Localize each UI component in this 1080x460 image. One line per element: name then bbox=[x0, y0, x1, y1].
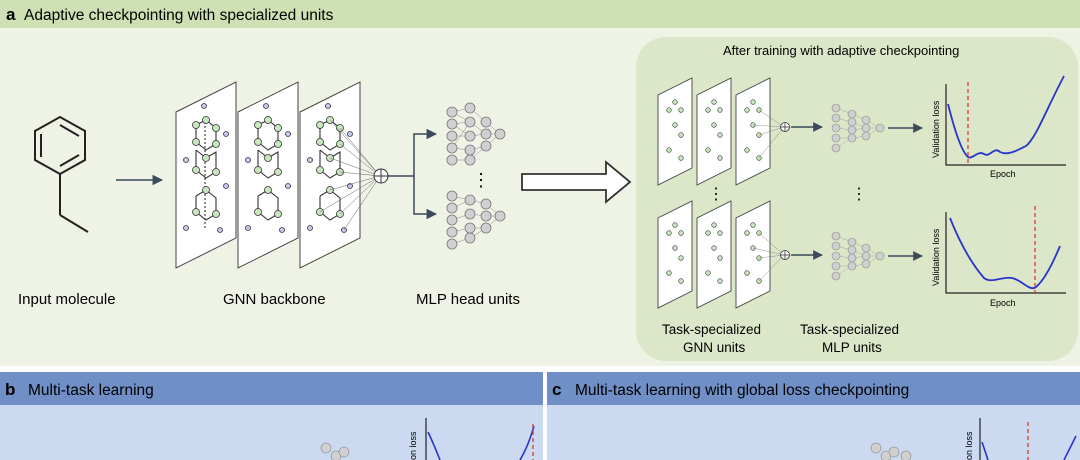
task-mlp-label-1: Task-specialized bbox=[800, 322, 899, 337]
plot-top-xlabel: Epoch bbox=[990, 169, 1016, 179]
plot-top-ylabel: Validation loss bbox=[931, 100, 941, 158]
panel-b-header bbox=[0, 372, 543, 405]
panel-c-title: Multi-task learning with global loss che… bbox=[575, 382, 909, 399]
panel-b-letter: b bbox=[5, 380, 15, 399]
gnn-plane-3 bbox=[299, 81, 381, 269]
panel-c-ylabel-partial: on loss bbox=[964, 431, 974, 460]
panel-c-mlp-partial bbox=[870, 442, 912, 460]
panel-b-ylabel-partial: on loss bbox=[408, 431, 418, 460]
panel-c-body bbox=[547, 405, 1080, 460]
gnn-plane-2 bbox=[237, 81, 299, 269]
panel-a-letter: a bbox=[6, 5, 16, 24]
pooling-sum-node bbox=[373, 168, 389, 184]
panel-b-body bbox=[0, 405, 543, 460]
task-gnn-label-2: GNN units bbox=[683, 340, 746, 355]
gnn-plane-1 bbox=[175, 81, 237, 269]
validation-curve-bottom bbox=[949, 217, 1061, 290]
task-gnn-units-bottom bbox=[657, 200, 790, 309]
task-mlp-unit-top bbox=[831, 103, 885, 153]
mlp-head-bottom bbox=[446, 190, 506, 250]
after-training-title: After training with adaptive checkpointi… bbox=[723, 43, 959, 58]
validation-plot-top: Epoch Validation loss bbox=[931, 75, 1066, 179]
panel-b-curve bbox=[427, 425, 535, 460]
plot-bottom-xlabel: Epoch bbox=[990, 298, 1016, 308]
gnn-backbone bbox=[175, 81, 381, 269]
plot-bottom-ylabel: Validation loss bbox=[931, 228, 941, 286]
task-mlp-ellipsis: ⋮ bbox=[851, 186, 867, 203]
task-mlp-label-2: MLP units bbox=[822, 340, 882, 355]
panel-c-curve bbox=[981, 435, 1077, 460]
validation-plot-bottom: Epoch Validation loss bbox=[931, 206, 1066, 308]
task-gnn-units-top bbox=[657, 77, 790, 186]
panel-a-title: Adaptive checkpointing with specialized … bbox=[24, 7, 334, 24]
mlp-ellipsis: ⋮ bbox=[472, 170, 490, 190]
split-arrows bbox=[388, 128, 438, 220]
task-gnn-ellipsis: ⋮ bbox=[708, 186, 724, 203]
panel-c-header bbox=[547, 372, 1080, 405]
gnn-backbone-label: GNN backbone bbox=[223, 291, 326, 308]
panel-c-letter: c bbox=[552, 380, 561, 399]
validation-curve-top bbox=[947, 75, 1065, 159]
input-molecule-drawing bbox=[34, 115, 89, 233]
input-molecule-label: Input molecule bbox=[18, 291, 116, 308]
panel-b-mlp-partial bbox=[320, 442, 350, 460]
panel-a-header bbox=[0, 0, 1080, 28]
mlp-head-label: MLP head units bbox=[416, 291, 520, 308]
task-mlp-unit-bottom bbox=[831, 231, 885, 281]
big-transition-arrow bbox=[521, 160, 632, 204]
mlp-head-top bbox=[446, 102, 506, 166]
panel-b-title: Multi-task learning bbox=[28, 382, 154, 399]
task-gnn-label-1: Task-specialized bbox=[662, 322, 761, 337]
